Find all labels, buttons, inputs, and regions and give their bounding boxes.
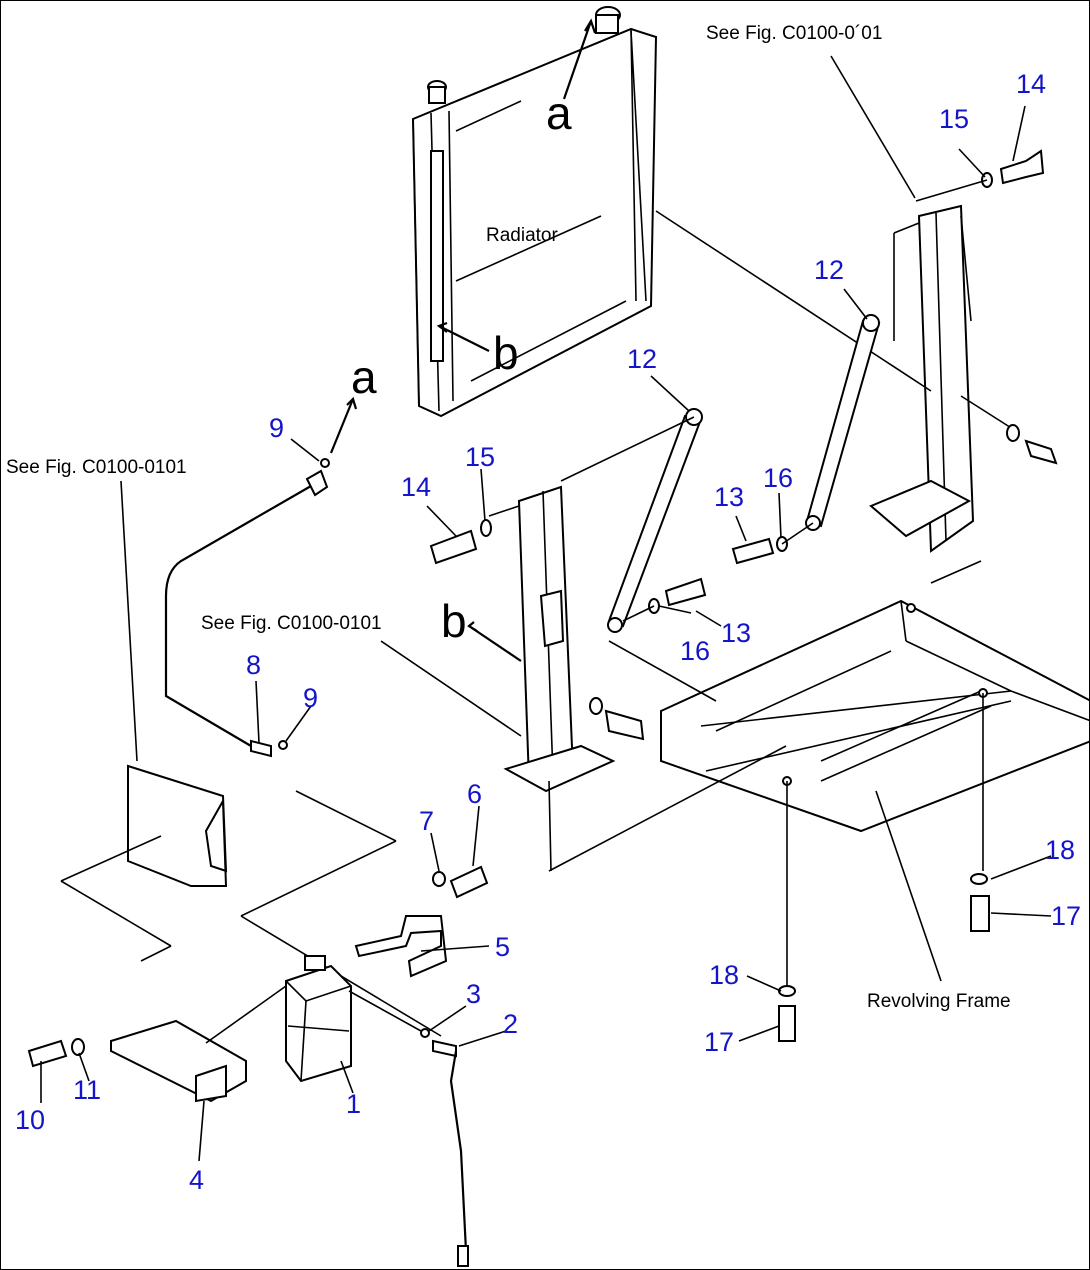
callout-9-bottom: 9 xyxy=(303,683,318,713)
left-cover xyxy=(60,764,442,1037)
callout-12-middle: 12 xyxy=(627,344,657,374)
callout-17-bottom: 17 xyxy=(704,1027,734,1057)
revolving-frame xyxy=(548,560,1089,872)
hose: a xyxy=(164,351,377,758)
callout-5: 5 xyxy=(495,932,510,962)
pipe-clamp xyxy=(27,865,489,1267)
callout-15-right: 15 xyxy=(939,104,969,134)
callout-7: 7 xyxy=(419,806,434,836)
callout-8: 8 xyxy=(246,650,261,680)
callout-1: 1 xyxy=(346,1089,361,1119)
callout-numbers: 1 2 3 4 5 6 7 8 9 9 10 11 12 12 13 13 14… xyxy=(15,69,1081,1195)
callout-15-left: 15 xyxy=(465,442,495,472)
ref-a-top: a xyxy=(546,87,572,139)
leader-lines xyxy=(40,55,1052,1162)
see-fig-top-label: See Fig. C0100-0´01 xyxy=(706,23,882,44)
callout-13-top: 13 xyxy=(714,482,744,512)
callout-10: 10 xyxy=(15,1105,45,1135)
see-fig-mid-label: See Fig. C0100-0101 xyxy=(201,613,382,634)
center-bracket: b xyxy=(429,485,645,872)
callout-16-bottom: 16 xyxy=(680,636,710,666)
callout-16-top: 16 xyxy=(763,463,793,493)
radiator-label: Radiator xyxy=(486,225,558,246)
callout-12-right: 12 xyxy=(814,255,844,285)
ref-b-bracket: b xyxy=(441,595,467,647)
see-fig-left-label: See Fig. C0100-0101 xyxy=(6,457,187,478)
callout-2: 2 xyxy=(503,1009,518,1039)
ref-b-radiator: b xyxy=(493,327,519,379)
callout-4: 4 xyxy=(189,1165,204,1195)
middle-rod xyxy=(560,408,707,633)
callout-6: 6 xyxy=(467,779,482,809)
callout-17-right: 17 xyxy=(1051,901,1081,931)
radiator: Radiator a b xyxy=(411,6,658,418)
right-rod xyxy=(731,314,881,565)
callout-18-bottom: 18 xyxy=(709,960,739,990)
callout-3: 3 xyxy=(466,979,481,1009)
callout-14-right: 14 xyxy=(1016,69,1046,99)
frame-bolts xyxy=(778,693,990,1042)
callout-9-top: 9 xyxy=(269,413,284,443)
revolving-frame-label: Revolving Frame xyxy=(867,991,1011,1012)
right-bracket xyxy=(655,149,1058,553)
callout-18-right: 18 xyxy=(1045,835,1075,865)
callout-11: 11 xyxy=(73,1075,101,1105)
callout-13-bottom: 13 xyxy=(721,618,751,648)
ref-a-left: a xyxy=(351,351,377,403)
callout-14-left: 14 xyxy=(401,472,431,502)
reservoir-tank xyxy=(110,955,352,1103)
